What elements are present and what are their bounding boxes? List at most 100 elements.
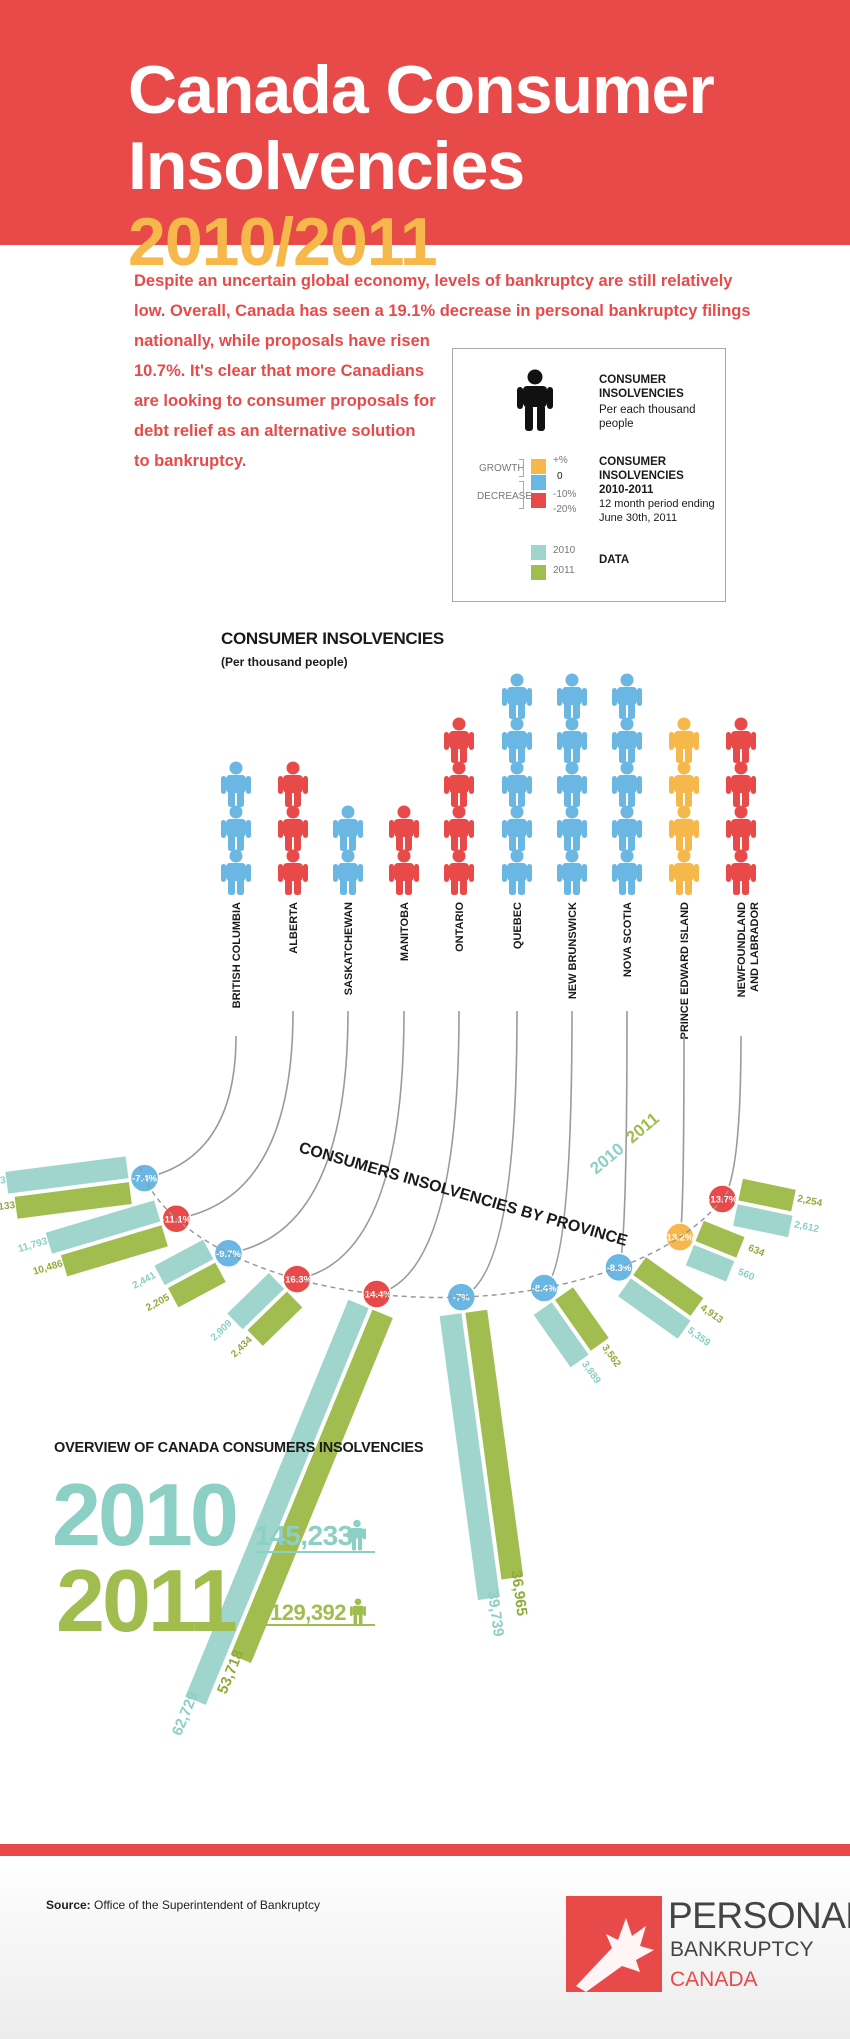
person-leg	[573, 879, 580, 895]
person-head	[620, 673, 634, 687]
person-leg	[685, 747, 692, 763]
person-arm	[726, 820, 731, 838]
person-body	[562, 687, 582, 705]
province-label: MANITOBA	[399, 902, 411, 961]
person-head	[620, 805, 634, 819]
source-note: Source: Office of the Superintendent of …	[46, 1898, 320, 1912]
value-label-2010: 2,909	[209, 1318, 235, 1344]
person-leg	[509, 791, 516, 807]
arc-year-2010: 2010	[586, 1139, 627, 1178]
bar-2011	[738, 1178, 796, 1212]
bar-2010	[154, 1239, 214, 1286]
bar-2010	[185, 1299, 369, 1705]
person-leg	[619, 791, 626, 807]
arc-guide	[139, 1167, 731, 1299]
province-icon-column	[557, 673, 587, 895]
value-label-2011: 2,205	[144, 1292, 172, 1314]
person-head	[734, 761, 748, 775]
bar-2011	[14, 1182, 132, 1219]
person-body	[617, 775, 637, 793]
person-arm	[694, 732, 699, 750]
person-leg	[518, 879, 525, 895]
person-leg	[294, 879, 301, 895]
province-icon-column	[669, 717, 699, 895]
person-head	[734, 805, 748, 819]
person-arm	[221, 776, 226, 794]
person-arm	[278, 776, 283, 794]
bar-2011	[247, 1291, 303, 1346]
province-icon-column	[612, 673, 642, 895]
person-leg	[294, 791, 301, 807]
person-leg	[228, 791, 235, 807]
maple-leaf-icon	[576, 1918, 654, 1992]
person-head	[286, 849, 300, 863]
person-arm	[557, 776, 562, 794]
person-body	[617, 731, 637, 749]
scale-label: -10%	[553, 489, 577, 500]
scale-label: +%	[553, 455, 568, 466]
person-arm	[726, 732, 731, 750]
person-arm	[444, 820, 449, 838]
province-icon-column	[221, 761, 251, 895]
overview-year-2011: 2011	[56, 1551, 238, 1650]
change-badge-label: -8.3%	[607, 1263, 632, 1274]
person-head	[620, 761, 634, 775]
person-arm	[637, 688, 642, 706]
intro-line: are looking to consumer proposals for	[134, 392, 436, 410]
person-arm	[612, 820, 617, 838]
bar-2010	[439, 1313, 500, 1600]
person-arm	[669, 820, 674, 838]
person-arm	[358, 864, 363, 882]
legend-decrease-label: DECREASE	[477, 491, 533, 502]
icon-chart-subtitle: (Per thousand people)	[221, 655, 348, 669]
person-body	[731, 775, 751, 793]
intro-line: low. Overall, Canada has seen a 19.1% de…	[134, 302, 751, 320]
person-head	[677, 761, 691, 775]
footer	[0, 1856, 850, 2039]
person-head	[341, 805, 355, 819]
person-head	[677, 849, 691, 863]
connector-line	[228, 1010, 349, 1255]
person-arm	[612, 776, 617, 794]
value-label-2010: 39,739	[484, 1590, 507, 1638]
person-arm	[278, 864, 283, 882]
person-icon	[517, 369, 553, 431]
person-icon	[350, 1598, 366, 1626]
person-leg	[733, 879, 740, 895]
person-body	[449, 863, 469, 881]
bar-2010	[227, 1273, 285, 1330]
person-arm	[612, 732, 617, 750]
change-badge-label: -9.7%	[216, 1249, 241, 1260]
person-body	[674, 775, 694, 793]
person-leg	[742, 879, 749, 895]
person-body	[674, 731, 694, 749]
person-arm	[582, 688, 587, 706]
person-leg	[340, 835, 347, 851]
province-icon-column	[389, 805, 419, 895]
person-body	[617, 863, 637, 881]
bar-2010	[45, 1200, 161, 1254]
person-arm	[751, 820, 756, 838]
person-leg	[685, 791, 692, 807]
person-arm	[582, 864, 587, 882]
person-arm	[527, 864, 532, 882]
scale-label: 0	[557, 471, 563, 482]
person-arm	[502, 820, 507, 838]
person-leg	[460, 879, 467, 895]
province-icon-column	[333, 805, 363, 895]
person-arm	[333, 864, 338, 882]
person-arm	[527, 688, 532, 706]
connector-line	[176, 1010, 294, 1220]
person-leg	[237, 835, 244, 851]
person-leg	[509, 879, 516, 895]
person-leg	[619, 879, 626, 895]
person-leg	[628, 703, 635, 719]
swatch-2010	[531, 545, 546, 560]
overview-value-2011: 129,392	[270, 1600, 347, 1625]
legend-data-title: DATA	[599, 554, 630, 566]
person-head	[677, 717, 691, 731]
value-label-2010: 62,729	[169, 1689, 202, 1738]
person-body	[226, 863, 246, 881]
person-leg	[742, 835, 749, 851]
person-leg	[285, 835, 292, 851]
